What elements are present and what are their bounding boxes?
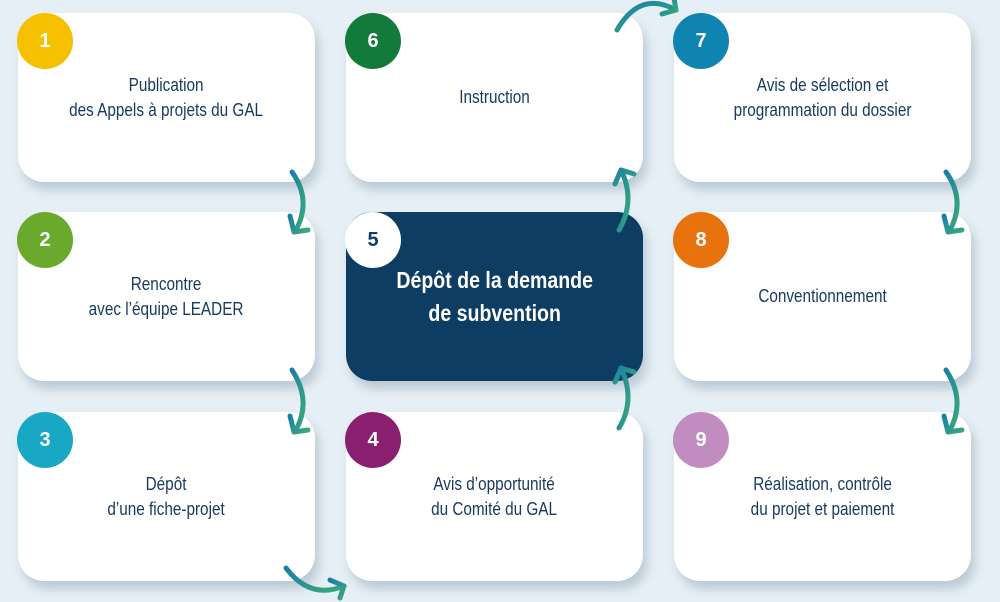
step-1-number-badge: 1: [17, 13, 73, 69]
step-6-number-badge: 6: [345, 13, 401, 69]
step-label: Dépôt d’une fiche-projet: [107, 473, 226, 519]
step-5-number-badge: 5: [345, 212, 401, 268]
step-7-card: Avis de sélection et programmation du do…: [674, 13, 971, 182]
step-label: Conventionnement: [758, 286, 887, 306]
step-2-number-badge: 2: [17, 212, 73, 268]
step-label: Réalisation, contrôle du projet et paiem…: [750, 473, 895, 519]
step-7-number-badge: 7: [673, 13, 729, 69]
step-8-card: Conventionnement: [674, 212, 971, 381]
step-label: Instruction: [459, 87, 530, 107]
step-label: Publication des Appels à projets du GAL: [69, 74, 264, 120]
step-8-number-badge: 8: [673, 212, 729, 268]
step-label: Avis de sélection et programmation du do…: [733, 74, 912, 120]
step-1-card: Publication des Appels à projets du GAL: [18, 13, 315, 182]
step-label: Dépôt de la demande de subvention: [396, 266, 593, 326]
step-3-number-badge: 3: [17, 412, 73, 468]
step-label: Avis d’opportunité du Comité du GAL: [431, 473, 558, 519]
step-label: Rencontre avec l’équipe LEADER: [89, 273, 244, 319]
step-9-number-badge: 9: [673, 412, 729, 468]
step-5-card: Dépôt de la demande de subvention: [346, 212, 643, 381]
step-4-number-badge: 4: [345, 412, 401, 468]
